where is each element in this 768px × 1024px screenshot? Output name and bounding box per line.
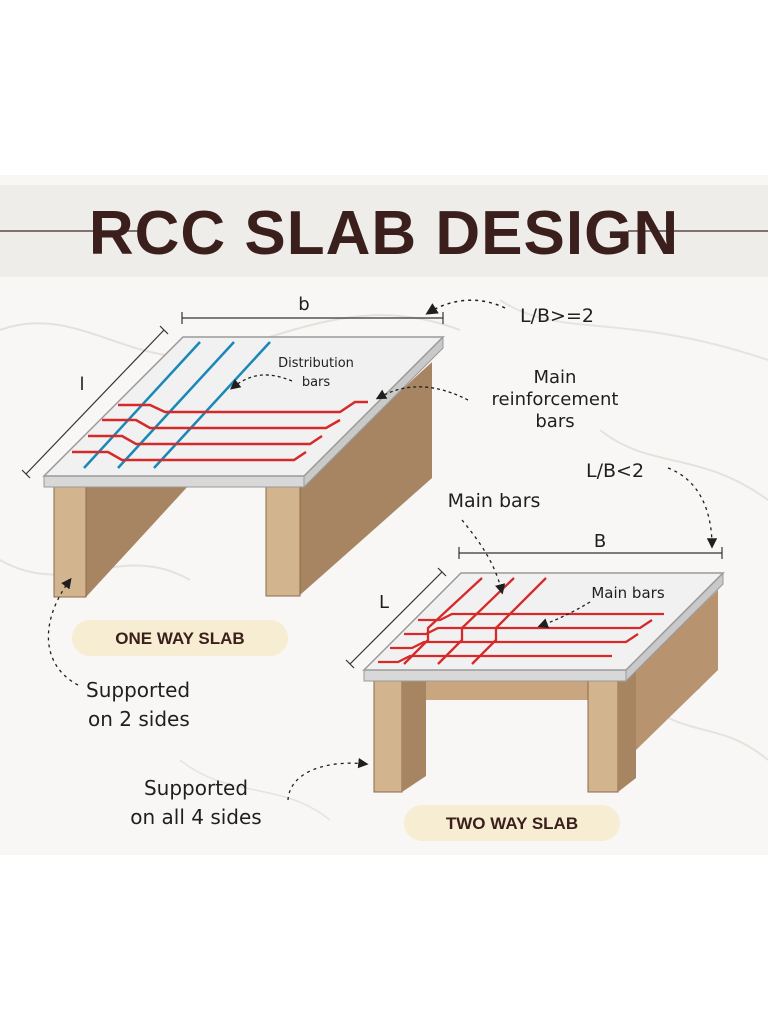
- one-way-badge-label: ONE WAY SLAB: [115, 629, 244, 648]
- one-way-far-wall-front: [265, 484, 301, 597]
- one-way-badge: ONE WAY SLAB: [72, 620, 288, 656]
- main-reinforcement-bar: [102, 418, 341, 430]
- one-way-slab-illustration: b l L/B>=2 Distribution bars Main reinfo…: [21, 294, 619, 598]
- two-way-right-leg-side: [618, 668, 636, 792]
- two-way-ratio-label: L/B<2: [586, 460, 644, 482]
- one-way-ratio-label: L/B>=2: [520, 305, 594, 327]
- one-way-support-label-line2: on 2 sides: [88, 707, 190, 731]
- two-way-main-bar: [390, 633, 639, 650]
- two-way-right-leg-front: [587, 679, 619, 793]
- two-way-left-leg-front: [373, 679, 403, 793]
- two-way-ratio-arrow: [667, 467, 718, 549]
- main-reinforcement-bar: [118, 400, 368, 414]
- distribution-bars-arrow: [229, 374, 293, 390]
- main-reinforcement-bar: [88, 434, 323, 446]
- two-way-width-label: B: [594, 531, 606, 552]
- two-way-badge: TWO WAY SLAB: [404, 805, 620, 841]
- main-reinforcement-label-line2: reinforcement: [492, 389, 619, 410]
- one-way-ratio-arrow: [425, 299, 506, 315]
- main-reinforcement-label-line3: bars: [535, 411, 574, 432]
- title-band: RCC SLAB DESIGN: [0, 185, 768, 277]
- two-way-slab-edge: [363, 669, 627, 682]
- two-way-front-beam: [400, 680, 620, 700]
- two-way-main-bar: [471, 577, 547, 665]
- two-way-support-label: Supported: [144, 776, 248, 800]
- two-way-right-wall-side: [634, 590, 718, 752]
- one-way-length-label: l: [79, 374, 84, 395]
- two-way-main-bars-inner-label: Main bars: [591, 584, 664, 602]
- distribution-bars-label-line2: bars: [302, 375, 331, 390]
- one-way-slab-edge: [43, 475, 305, 488]
- two-way-slab-illustration: B L L/B<2 Main bars Main bars: [345, 460, 725, 793]
- two-way-main-bars-label: Main bars: [448, 490, 541, 512]
- two-way-main-bars-inner-arrow: [537, 601, 591, 629]
- two-way-main-bar: [404, 619, 653, 636]
- two-way-main-bar: [418, 612, 664, 622]
- two-way-support-arrow: [287, 757, 369, 801]
- main-reinforcement-label: Main: [534, 367, 577, 388]
- distribution-bars-label: Distribution: [278, 356, 354, 371]
- two-way-support-label-line2: on all 4 sides: [130, 805, 261, 829]
- two-way-main-bar: [378, 654, 612, 664]
- one-way-support-arrow: [47, 577, 79, 686]
- one-way-far-wall-side: [300, 362, 432, 595]
- distribution-bar: [153, 341, 271, 469]
- one-way-near-wall-side: [86, 484, 190, 597]
- distribution-bar: [117, 341, 235, 469]
- one-way-width-label: b: [298, 294, 309, 315]
- one-way-support-label: Supported: [86, 678, 190, 702]
- main-reinforcement-bar: [72, 450, 307, 462]
- two-way-length-label: L: [379, 592, 389, 613]
- page-title: RCC SLAB DESIGN: [89, 199, 679, 268]
- two-way-length-dimension: [349, 571, 443, 665]
- two-way-badge-label: TWO WAY SLAB: [446, 814, 578, 833]
- one-way-length-dimension: [25, 329, 165, 475]
- two-way-left-leg-side: [402, 680, 426, 792]
- two-way-main-bars-arrow: [461, 519, 506, 595]
- two-way-main-bar: [437, 577, 515, 665]
